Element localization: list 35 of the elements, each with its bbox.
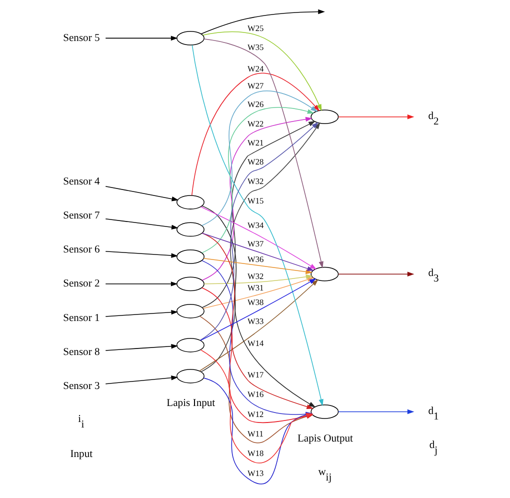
edge-label: W17 <box>247 370 264 380</box>
node-text: Sensor 6 <box>62 244 100 256</box>
edge-label: W24 <box>247 64 264 74</box>
edge-label: W31 <box>247 284 264 293</box>
edge-label: W27 <box>247 82 264 91</box>
edge-label: W35 <box>247 43 264 52</box>
node-text: Sensor 2 <box>62 278 100 290</box>
edge-label: W36 <box>247 254 264 264</box>
edge-label: W33 <box>247 316 264 326</box>
label: Lapis Input <box>166 398 215 410</box>
node-text: Sensor 5 <box>62 32 100 44</box>
edge-label: W34 <box>247 220 264 230</box>
node-text: Sensor 1 <box>62 312 100 324</box>
edge-label: W38 <box>247 298 264 307</box>
edge-label: W16 <box>247 390 264 400</box>
node-text: Sensor 3 <box>62 380 100 392</box>
edge-label: W26 <box>247 100 264 109</box>
edge-label: W21 <box>247 138 264 148</box>
edge-label: W11 <box>247 429 263 438</box>
edge-label: W22 <box>247 119 264 128</box>
edge-label: W15 <box>247 196 264 206</box>
edge-label: W14 <box>247 338 264 348</box>
edge-label: W18 <box>247 449 264 458</box>
edge-label: W32 <box>247 272 264 282</box>
edge-label: W32 <box>247 176 264 186</box>
label: Lapis Output <box>296 434 352 445</box>
node-text: Sensor 7 <box>62 210 100 222</box>
node-text: Sensor 8 <box>62 346 100 358</box>
edge-label: W25 <box>247 24 264 34</box>
edge-label: W13 <box>247 468 264 478</box>
edge-label: W28 <box>247 157 264 166</box>
node-text: Sensor 4 <box>62 176 100 188</box>
edge-label: W12 <box>247 410 264 419</box>
label: Input <box>70 448 92 460</box>
edge-label: W37 <box>247 240 264 249</box>
